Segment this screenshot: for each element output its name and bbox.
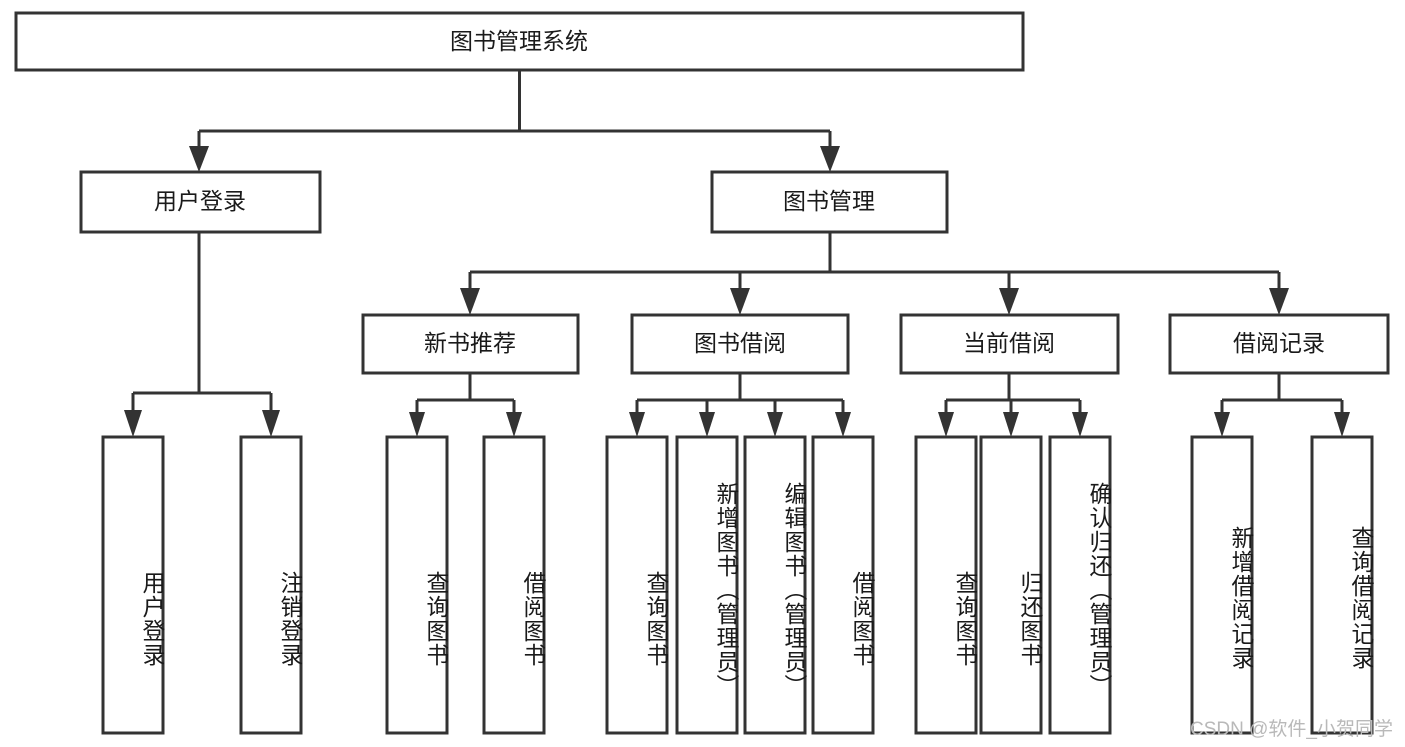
arrow-leaf-borrow-borrow-book xyxy=(835,412,851,437)
label-user-login: 用户登录 xyxy=(154,188,246,214)
node-leaf-cur-query-book-box[interactable] xyxy=(914,435,978,735)
node-book-mgmt-box[interactable] xyxy=(710,170,949,234)
node-leaf-rec-query-book-box[interactable] xyxy=(385,435,449,735)
node-leaf-cur-confirm-return-box[interactable] xyxy=(1048,435,1112,735)
node-box-layer xyxy=(14,11,1390,735)
node-leaf-borrow-add-book-box[interactable] xyxy=(675,435,739,735)
node-leaf-borrow-query-book-box[interactable] xyxy=(605,435,669,735)
node-user-login-box[interactable] xyxy=(79,170,322,234)
label-book-borrow: 图书借阅 xyxy=(694,330,786,356)
arrow-leaf-cur-return-book xyxy=(1003,412,1019,437)
label-borrow-record: 借阅记录 xyxy=(1233,330,1325,356)
node-root-title-box[interactable] xyxy=(14,11,1025,72)
arrow-leaf-rec-borrow-book xyxy=(506,412,522,437)
arrow-to-book-mgmt xyxy=(820,146,840,172)
node-leaf-borrow-borrow-book-box[interactable] xyxy=(811,435,875,735)
arrow-leaf-cur-confirm-return xyxy=(1072,412,1088,437)
node-leaf-user-login-box[interactable] xyxy=(101,435,165,735)
arrow-leaf-borrow-add-book xyxy=(699,412,715,437)
arrow-leaf-rec-query-record xyxy=(1334,412,1350,437)
label-root-title: 图书管理系统 xyxy=(450,28,588,54)
arrow-to-book-borrow xyxy=(730,288,750,315)
arrow-leaf-borrow-query-book xyxy=(629,412,645,437)
label-new-book-rec: 新书推荐 xyxy=(424,330,516,356)
node-leaf-borrow-edit-book-box[interactable] xyxy=(743,435,807,735)
node-new-book-rec-box[interactable] xyxy=(361,313,580,375)
node-leaf-rec-add-record-box[interactable] xyxy=(1190,435,1254,735)
node-leaf-logout-box[interactable] xyxy=(239,435,303,735)
label-current-borrow: 当前借阅 xyxy=(963,330,1055,356)
arrow-to-user-login xyxy=(189,146,209,172)
arrow-leaf-cur-query-book xyxy=(938,412,954,437)
node-borrow-record-box[interactable] xyxy=(1168,313,1390,375)
arrow-leaf-logout xyxy=(262,410,280,437)
node-current-borrow-box[interactable] xyxy=(899,313,1120,375)
arrow-to-current-borrow xyxy=(999,288,1019,315)
arrow-leaf-rec-query-book xyxy=(409,412,425,437)
arrow-leaf-borrow-edit-book xyxy=(767,412,783,437)
connector-layer xyxy=(124,70,1350,437)
node-leaf-rec-query-record-box[interactable] xyxy=(1310,435,1374,735)
arrow-leaf-rec-add-record xyxy=(1214,412,1230,437)
arrow-leaf-user-login xyxy=(124,410,142,437)
node-book-borrow-box[interactable] xyxy=(630,313,850,375)
node-leaf-cur-return-book-box[interactable] xyxy=(979,435,1043,735)
node-leaf-rec-borrow-book-box[interactable] xyxy=(482,435,546,735)
arrow-to-borrow-record xyxy=(1269,288,1289,315)
horizontal-label-layer: 图书管理系统 用户登录 图书管理 新书推荐 图书借阅 当前借阅 借阅记录 xyxy=(154,28,1325,356)
label-book-mgmt: 图书管理 xyxy=(783,188,875,214)
arrow-to-new-book-rec xyxy=(460,288,480,315)
